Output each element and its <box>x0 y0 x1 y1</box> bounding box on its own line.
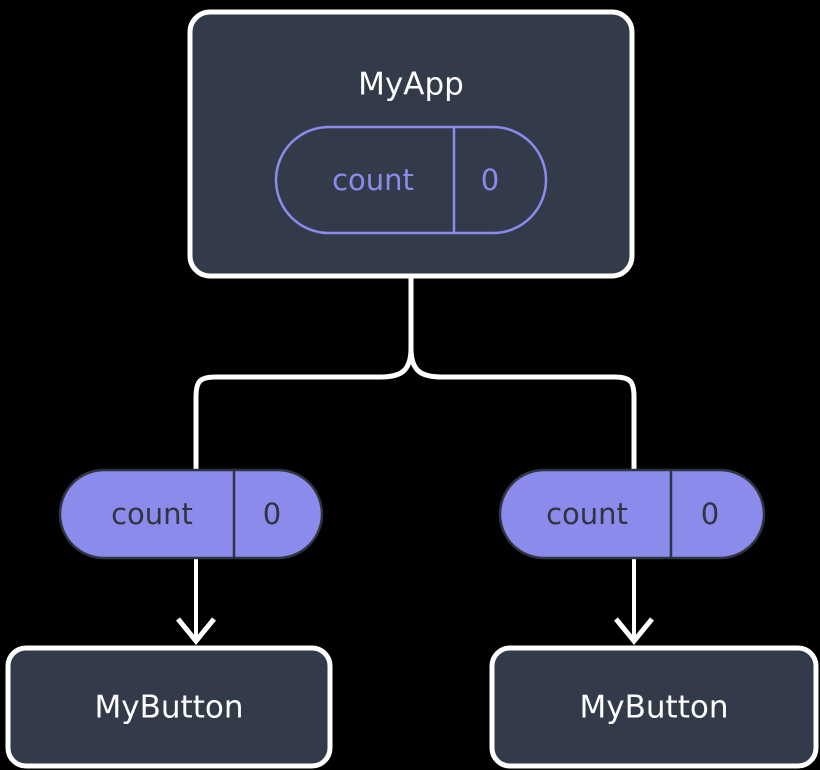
node-mybutton-left[interactable]: MyButton <box>5 645 333 769</box>
arrow-left-head <box>176 617 216 645</box>
node-myapp-label: MyApp <box>358 67 464 103</box>
state-pill-right-value: 0 <box>701 497 719 531</box>
state-pill-myapp[interactable]: count 0 <box>274 125 548 235</box>
state-pill-left-key: count <box>111 497 193 531</box>
state-pill-right-key: count <box>546 497 628 531</box>
node-mybutton-right-box[interactable] <box>489 645 819 769</box>
state-pill-left-shape[interactable] <box>58 468 324 560</box>
state-pill-left-value: 0 <box>263 497 281 531</box>
state-pill-left[interactable]: count 0 <box>58 468 324 560</box>
state-pill-myapp-value: 0 <box>481 163 499 197</box>
node-mybutton-left-label: MyButton <box>95 690 244 726</box>
node-mybutton-right[interactable]: MyButton <box>489 645 819 769</box>
arrow-right-head <box>614 617 654 645</box>
connector-root-fork <box>193 276 637 483</box>
node-mybutton-right-label: MyButton <box>580 690 729 726</box>
state-pill-myapp-key: count <box>332 163 414 197</box>
arrow-left-pill-to-button <box>176 558 216 645</box>
node-myapp-box[interactable] <box>187 9 635 279</box>
connector-left-branch <box>193 345 414 483</box>
state-pill-myapp-shape[interactable] <box>274 125 548 235</box>
state-pill-right[interactable]: count 0 <box>498 468 766 560</box>
arrow-right-pill-to-button <box>614 558 654 645</box>
state-pill-right-shape[interactable] <box>498 468 766 560</box>
node-myapp[interactable]: MyApp count 0 <box>187 9 635 279</box>
connector-right-branch <box>408 345 637 483</box>
node-mybutton-left-box[interactable] <box>5 645 333 769</box>
